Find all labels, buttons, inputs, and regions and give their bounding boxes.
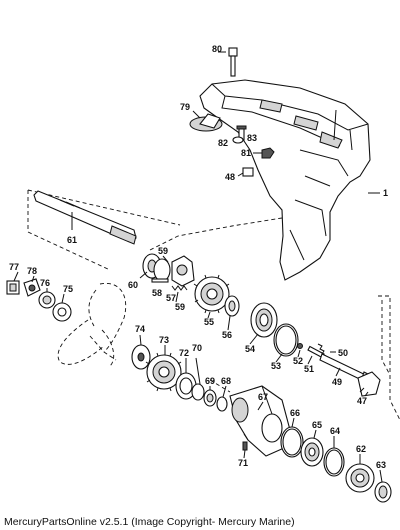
callout-70: 70 [192, 343, 202, 353]
callout-65: 65 [312, 420, 322, 430]
nut-77 [6, 280, 20, 295]
callout-60: 60 [128, 280, 138, 290]
callout-51: 51 [304, 364, 314, 374]
bearing-65 [300, 437, 324, 467]
reverse-gear-73 [145, 352, 182, 392]
pinion-gear-62 [345, 463, 375, 493]
callout-63: 63 [376, 460, 386, 470]
callout-59-lower: 59 [175, 302, 185, 312]
thrust-hub-76 [38, 291, 56, 309]
retainer-ring-70 [191, 383, 205, 401]
callout-73: 73 [159, 335, 169, 345]
callout-67: 67 [258, 392, 268, 402]
roller-bearing-69 [203, 389, 217, 407]
callout-80: 80 [212, 44, 222, 54]
callout-78: 78 [27, 266, 37, 276]
callout-75: 75 [63, 284, 73, 294]
o-ring-66 [280, 426, 304, 458]
leader-lines [13, 192, 383, 483]
screw-71 [242, 441, 248, 451]
propeller-outline [57, 282, 127, 367]
cam-47 [357, 371, 381, 397]
callout-81: 81 [241, 148, 251, 158]
ball-52 [297, 343, 303, 349]
callout-79: 79 [180, 102, 190, 112]
callout-49: 49 [332, 377, 342, 387]
washer-74 [131, 344, 151, 370]
retaining-ring-64 [323, 447, 345, 477]
callout-55: 55 [204, 317, 214, 327]
callout-58: 58 [152, 288, 162, 298]
callout-68: 68 [221, 376, 231, 386]
gear-housing-exploded-diagram: 80 79 83 82 81 48 1 61 59 77 78 76 75 60… [6, 44, 400, 503]
callout-53: 53 [271, 361, 281, 371]
callout-61: 61 [67, 235, 77, 245]
callout-76: 76 [40, 278, 50, 288]
callout-59-upper: 59 [158, 246, 168, 256]
water-tube-seal-48 [237, 167, 254, 177]
anode-79 [189, 110, 223, 132]
callout-72: 72 [179, 348, 189, 358]
oil-seal-63 [374, 481, 392, 503]
callout-50: 50 [338, 348, 348, 358]
copyright-caption: MercuryPartsOnline v2.5.1 (Image Copyrig… [4, 516, 295, 528]
callout-54: 54 [245, 344, 255, 354]
clutch-59 [171, 255, 195, 287]
callout-83: 83 [247, 133, 257, 143]
o-ring-53 [273, 323, 299, 357]
housing-outline [149, 217, 283, 251]
forward-gear-55 [193, 274, 230, 314]
callout-57: 57 [166, 293, 176, 303]
callout-56: 56 [222, 330, 232, 340]
callout-71: 71 [238, 458, 248, 468]
callout-77: 77 [9, 262, 19, 272]
callout-82: 82 [218, 138, 228, 148]
spring-57 [171, 285, 188, 291]
callout-labels: 80 79 83 82 81 48 1 61 59 77 78 76 75 60… [9, 44, 388, 470]
callout-62: 62 [356, 444, 366, 454]
washer-82 [232, 136, 244, 144]
callout-66: 66 [290, 408, 300, 418]
bolt-80 [218, 47, 238, 77]
callout-1: 1 [383, 188, 388, 198]
pin-58 [151, 278, 169, 283]
callout-47: 47 [357, 396, 367, 406]
bearing-carrier-67 [229, 385, 291, 457]
bearing-68 [216, 396, 228, 412]
callout-74: 74 [135, 324, 145, 334]
reverse-gear-bearing-60 [142, 253, 171, 282]
callout-52: 52 [293, 356, 303, 366]
callout-48: 48 [225, 172, 235, 182]
tapered-bearing-54 [250, 302, 278, 338]
thrust-washer-75 [52, 302, 72, 322]
callout-69: 69 [205, 376, 215, 386]
nut-81 [253, 147, 275, 159]
roller-bearing-56 [224, 295, 240, 317]
tab-washer-78 [23, 278, 41, 297]
callout-64: 64 [330, 426, 340, 436]
propeller-shaft-61 [33, 190, 137, 245]
